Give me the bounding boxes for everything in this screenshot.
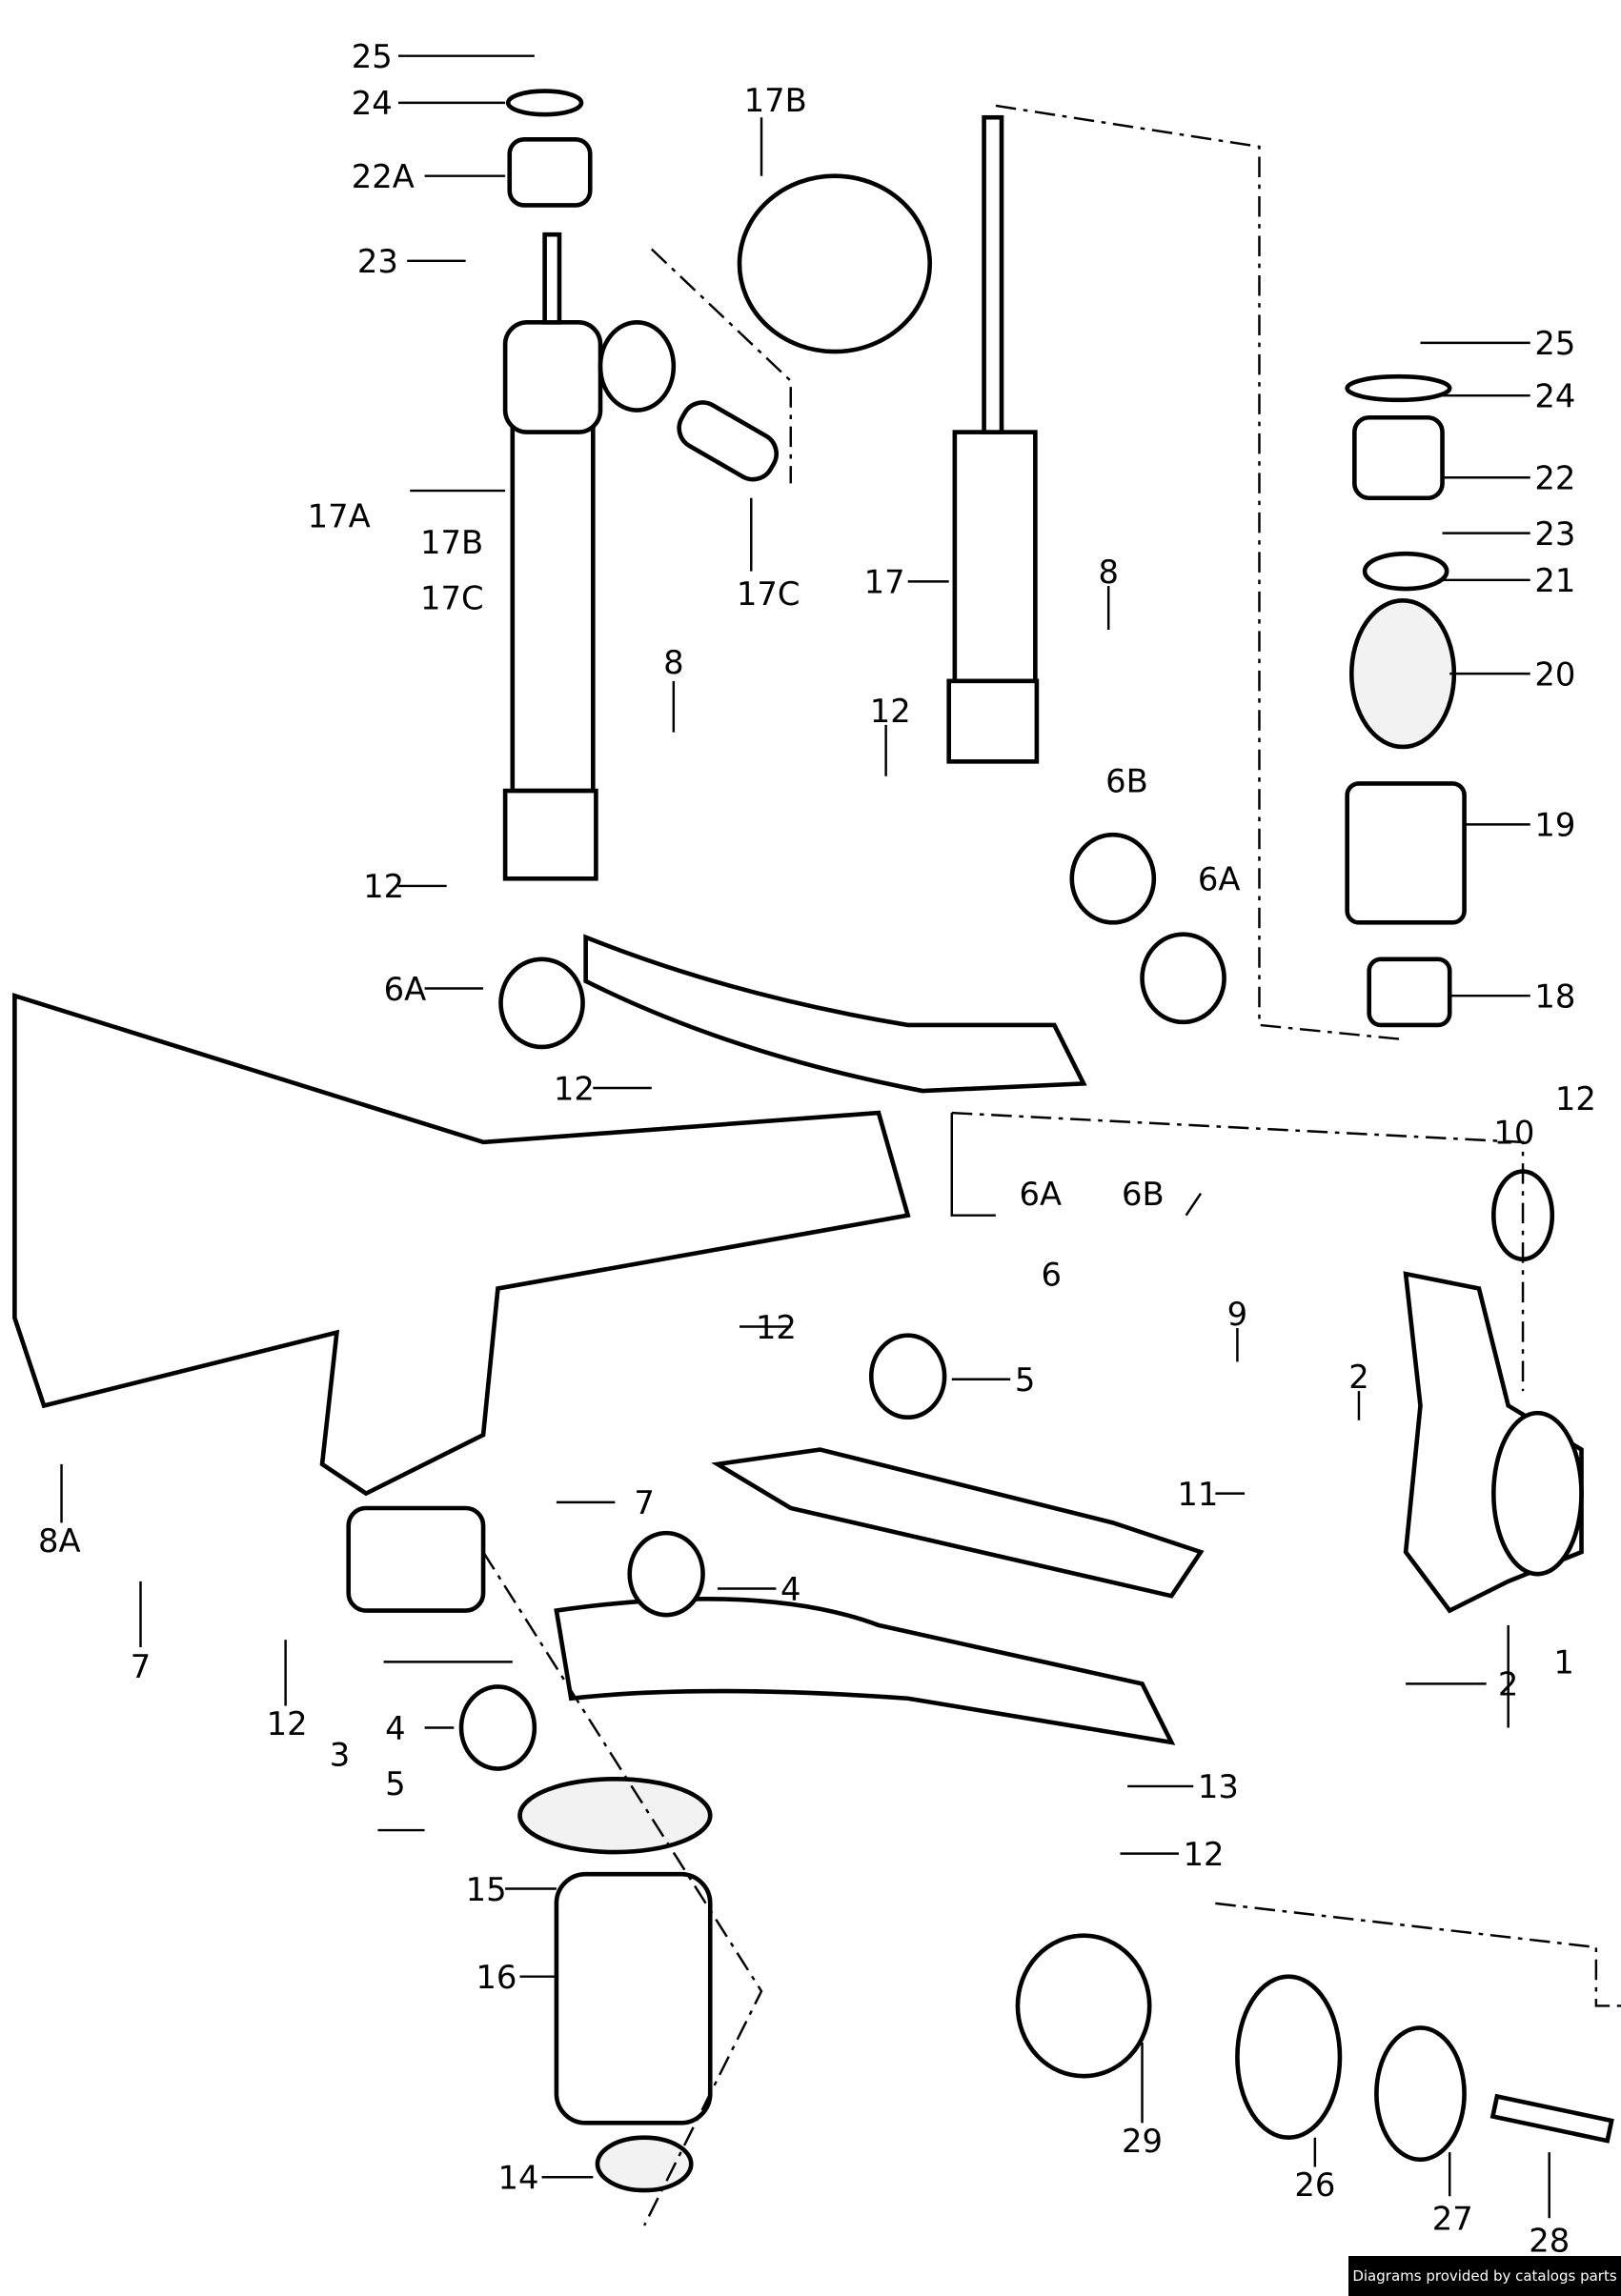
bushing-6a-right: [1140, 932, 1226, 1025]
callout-26: 26: [1294, 2166, 1335, 2204]
trailing-link: [711, 1447, 1205, 1599]
part-outlines: [12, 89, 1614, 2193]
shock-eye-bushing: [598, 320, 677, 413]
callout-5: 5: [1015, 1361, 1036, 1399]
callout-22: 22: [1534, 460, 1575, 497]
boot-19: [1345, 781, 1467, 925]
callout-12: 12: [363, 868, 404, 905]
callout-4: 4: [780, 1571, 801, 1608]
callout-16: 16: [476, 1959, 517, 1996]
callout-4: 4: [385, 1710, 406, 1747]
callout-17: 17: [864, 564, 905, 601]
left-shock-clevis: [502, 788, 598, 881]
cv-joint-29: [1015, 1933, 1152, 2079]
callout-12: 12: [554, 1070, 595, 1107]
callout-7: 7: [131, 1648, 152, 1685]
callout-22a: 22A: [352, 158, 415, 195]
callout-17a: 17A: [308, 497, 371, 534]
callout-6b: 6B: [1105, 763, 1148, 800]
bushing-18: [1367, 957, 1452, 1028]
callout-6a: 6A: [1019, 1176, 1062, 1213]
coil-spring-16: [554, 1871, 713, 2125]
spring-seat-14: [595, 2135, 694, 2193]
spring-pad-15: [517, 1776, 713, 1855]
callout-9: 9: [1227, 1296, 1248, 1333]
callout-20: 20: [1534, 655, 1575, 693]
callout-25: 25: [352, 38, 393, 75]
callout-8a: 8A: [38, 1522, 81, 1560]
callout-25: 25: [1534, 325, 1575, 362]
callout-12: 12: [267, 1705, 308, 1742]
right-shock-rod: [982, 114, 1004, 434]
dash-outlines: [482, 104, 1621, 2226]
callout-6: 6: [1042, 1256, 1063, 1293]
lower-control-arm-3: [554, 1596, 1176, 1745]
washer-24: [1345, 373, 1452, 403]
right-shock-clevis: [946, 678, 1040, 764]
callout-15: 15: [466, 1871, 507, 1908]
callout-17c: 17C: [420, 580, 484, 617]
callout-24: 24: [352, 85, 393, 122]
left-shock-absorber: [510, 422, 596, 794]
callout-27: 27: [1432, 2201, 1473, 2238]
hub-bore: [1491, 1410, 1584, 1577]
bushing-4: [627, 1530, 705, 1618]
callout-3: 3: [330, 1736, 351, 1773]
callout-2: 2: [1348, 1359, 1369, 1396]
wheel-hub-27: [1374, 2025, 1467, 2163]
callout-7: 7: [634, 1484, 655, 1521]
right-shock-absorber: [952, 430, 1038, 684]
callout-17b: 17B: [420, 524, 483, 561]
callout-1: 1: [1553, 1644, 1574, 1682]
washer-21: [1362, 551, 1449, 592]
callout-19: 19: [1534, 807, 1575, 844]
callout-2: 2: [1498, 1666, 1519, 1703]
ball-joint-17b: [737, 173, 933, 354]
callout-12: 12: [1555, 1080, 1596, 1118]
callout-13: 13: [1198, 1768, 1239, 1805]
callout-17b: 17B: [744, 82, 807, 119]
washer-24-left: [505, 89, 584, 117]
hub-bolt-28: [1489, 2093, 1614, 2144]
callout-12: 12: [870, 693, 911, 730]
left-shock-rod: [542, 232, 562, 325]
callout-29: 29: [1122, 2123, 1163, 2160]
callout-5: 5: [385, 1765, 406, 1803]
subframe-mount: [346, 1505, 486, 1613]
bushing-6a-left: [498, 957, 585, 1050]
callout-8: 8: [663, 644, 684, 681]
wheel-bearing-26: [1235, 1974, 1343, 2141]
credit-badge: Diagrams provided by catalogs parts: [1348, 2256, 1621, 2296]
callout-18: 18: [1534, 977, 1575, 1015]
callout-21: 21: [1534, 562, 1575, 599]
callout-6a: 6A: [1198, 861, 1241, 898]
mount-22a: [507, 136, 593, 208]
callout-12: 12: [1184, 1836, 1225, 1873]
callout-12: 12: [756, 1309, 797, 1346]
callout-6b: 6B: [1122, 1176, 1165, 1213]
callout-23: 23: [1534, 515, 1575, 553]
callout-10: 10: [1493, 1114, 1534, 1151]
bushing-4-lower: [458, 1684, 537, 1771]
bushing-6b: [1069, 832, 1157, 925]
upper-control-arm-6: [583, 934, 1087, 1094]
callout-8: 8: [1098, 554, 1119, 591]
callout-17c: 17C: [737, 575, 800, 613]
subframe: [12, 993, 911, 1497]
left-shock-top: [502, 320, 603, 434]
callout-11: 11: [1177, 1476, 1218, 1513]
bump-stop-20: [1348, 598, 1457, 750]
callout-labels: 25 24 17B 22A 23 25 24 22 23 21 20 19 18…: [38, 38, 1596, 2260]
bushing-5: [868, 1333, 947, 1420]
leader-lines: [60, 54, 1550, 2219]
callout-6a: 6A: [384, 971, 427, 1008]
bushing-17c: [677, 400, 779, 482]
callout-14: 14: [497, 2160, 538, 2197]
mount-22: [1352, 414, 1445, 501]
callout-23: 23: [357, 243, 398, 280]
callout-24: 24: [1534, 377, 1575, 414]
callout-28: 28: [1529, 2223, 1570, 2260]
